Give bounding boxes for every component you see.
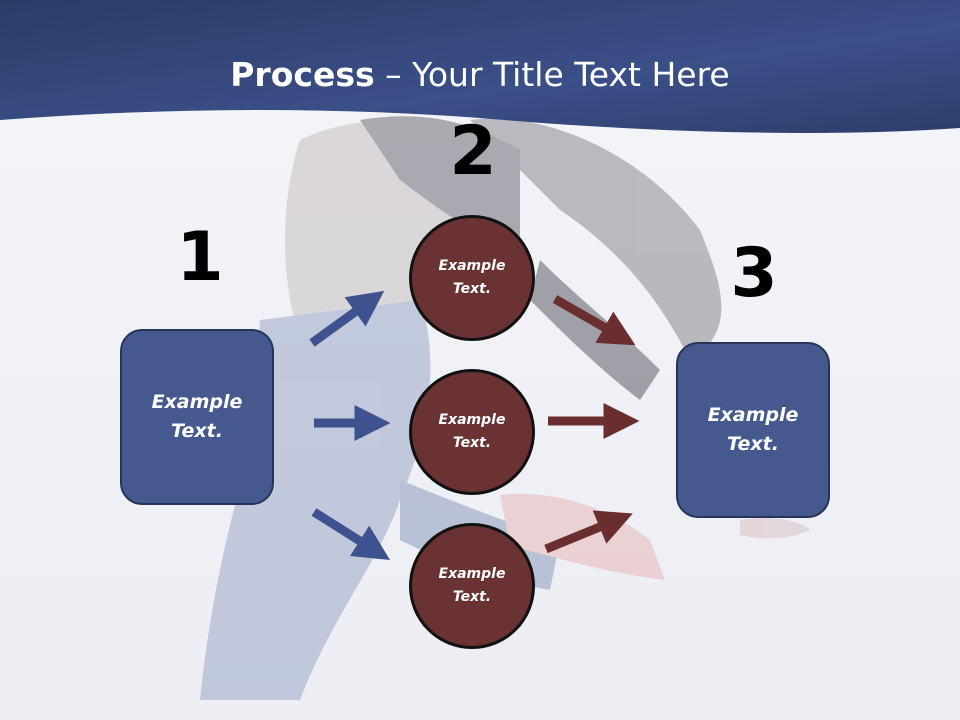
step-box-1-label: Example Text. <box>151 391 243 442</box>
step-circle-middle-label: Example Text. <box>438 412 506 451</box>
header-band <box>0 0 960 133</box>
step-circle-middle: Example Text. <box>409 369 535 495</box>
slide-title: Process – Your Title Text Here <box>0 52 960 98</box>
arrow-circle-top-to-3 <box>552 295 636 346</box>
title-bold: Process <box>230 55 375 94</box>
arrow-circle-bottom-to-3 <box>544 510 633 554</box>
step-circle-bottom: Example Text. <box>409 523 535 649</box>
step-number-1: 1 <box>176 218 224 297</box>
step-box-1: Example Text. <box>120 329 274 505</box>
step-box-3-label: Example Text. <box>707 404 799 455</box>
step-circle-top-label: Example Text. <box>438 258 506 297</box>
step-number-2: 2 <box>449 112 497 191</box>
title-rest: – Your Title Text Here <box>374 55 730 94</box>
step-number-3: 3 <box>730 234 778 313</box>
arrow-1-to-circle-bottom <box>311 508 391 561</box>
step-circle-bottom-label: Example Text. <box>438 566 506 605</box>
step-circle-top: Example Text. <box>409 215 535 341</box>
arrow-1-to-circle-top <box>309 290 385 347</box>
step-box-3: Example Text. <box>676 342 830 518</box>
